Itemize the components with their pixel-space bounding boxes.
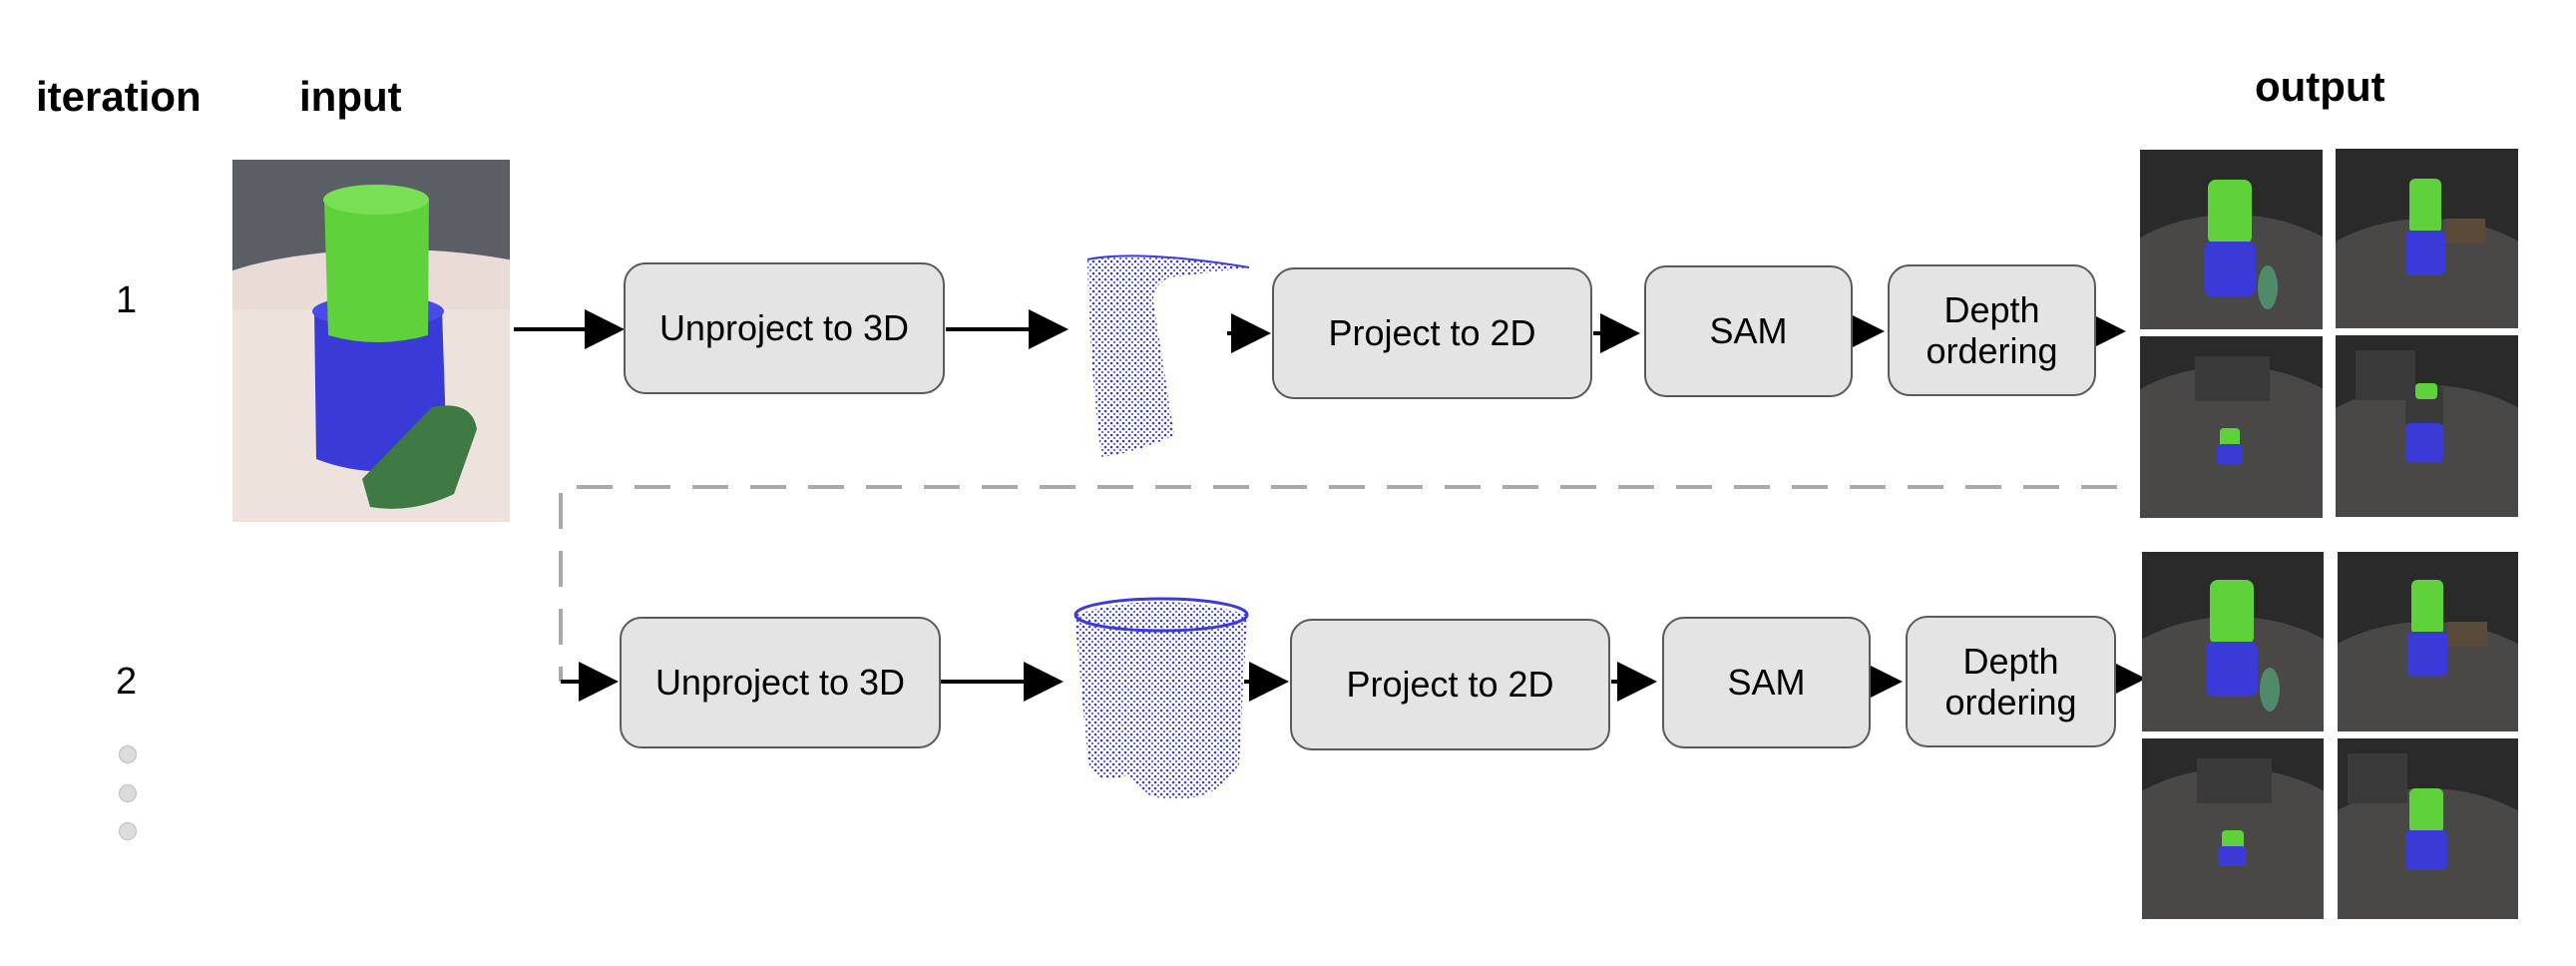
iteration-header: iteration [36,73,202,120]
unproject-box-iter1: Unproject to 3D [624,262,945,394]
sam-box-iter2: SAM [1662,617,1871,748]
continuation-dot [119,784,137,802]
top-object-mask [324,200,429,342]
depth-ordering-box-iter1: Depth ordering [1888,264,2096,396]
output-view-iter2-a [2142,552,2324,731]
input-image [232,160,510,522]
sam-box-iter1: SAM [1644,265,1853,397]
output-view-iter1-a [2140,150,2323,329]
output-view-iter1-d [2336,335,2518,517]
continuation-dot [119,745,137,763]
unproject-box-iter2: Unproject to 3D [620,617,941,748]
point-cloud-iter1 [1086,254,1250,457]
output-header: output [2255,63,2385,110]
point-cloud-iter2 [1073,597,1249,799]
feedback-dashed-line [559,485,2117,682]
project-box-iter2: Project to 2D [1290,619,1610,750]
depth-ordering-box-iter2: Depth ordering [1906,616,2116,747]
iteration-1-label: 1 [116,279,138,321]
side-object [362,405,477,509]
output-view-iter2-d [2338,738,2518,919]
iteration-2-label: 2 [116,661,138,703]
project-box-iter1: Project to 2D [1272,267,1592,399]
output-view-iter1-c [2140,336,2323,518]
output-view-iter2-c [2142,738,2324,919]
output-view-iter1-b [2336,149,2518,328]
continuation-dot [119,822,137,840]
output-view-iter2-b [2338,552,2518,731]
input-header: input [299,73,402,120]
